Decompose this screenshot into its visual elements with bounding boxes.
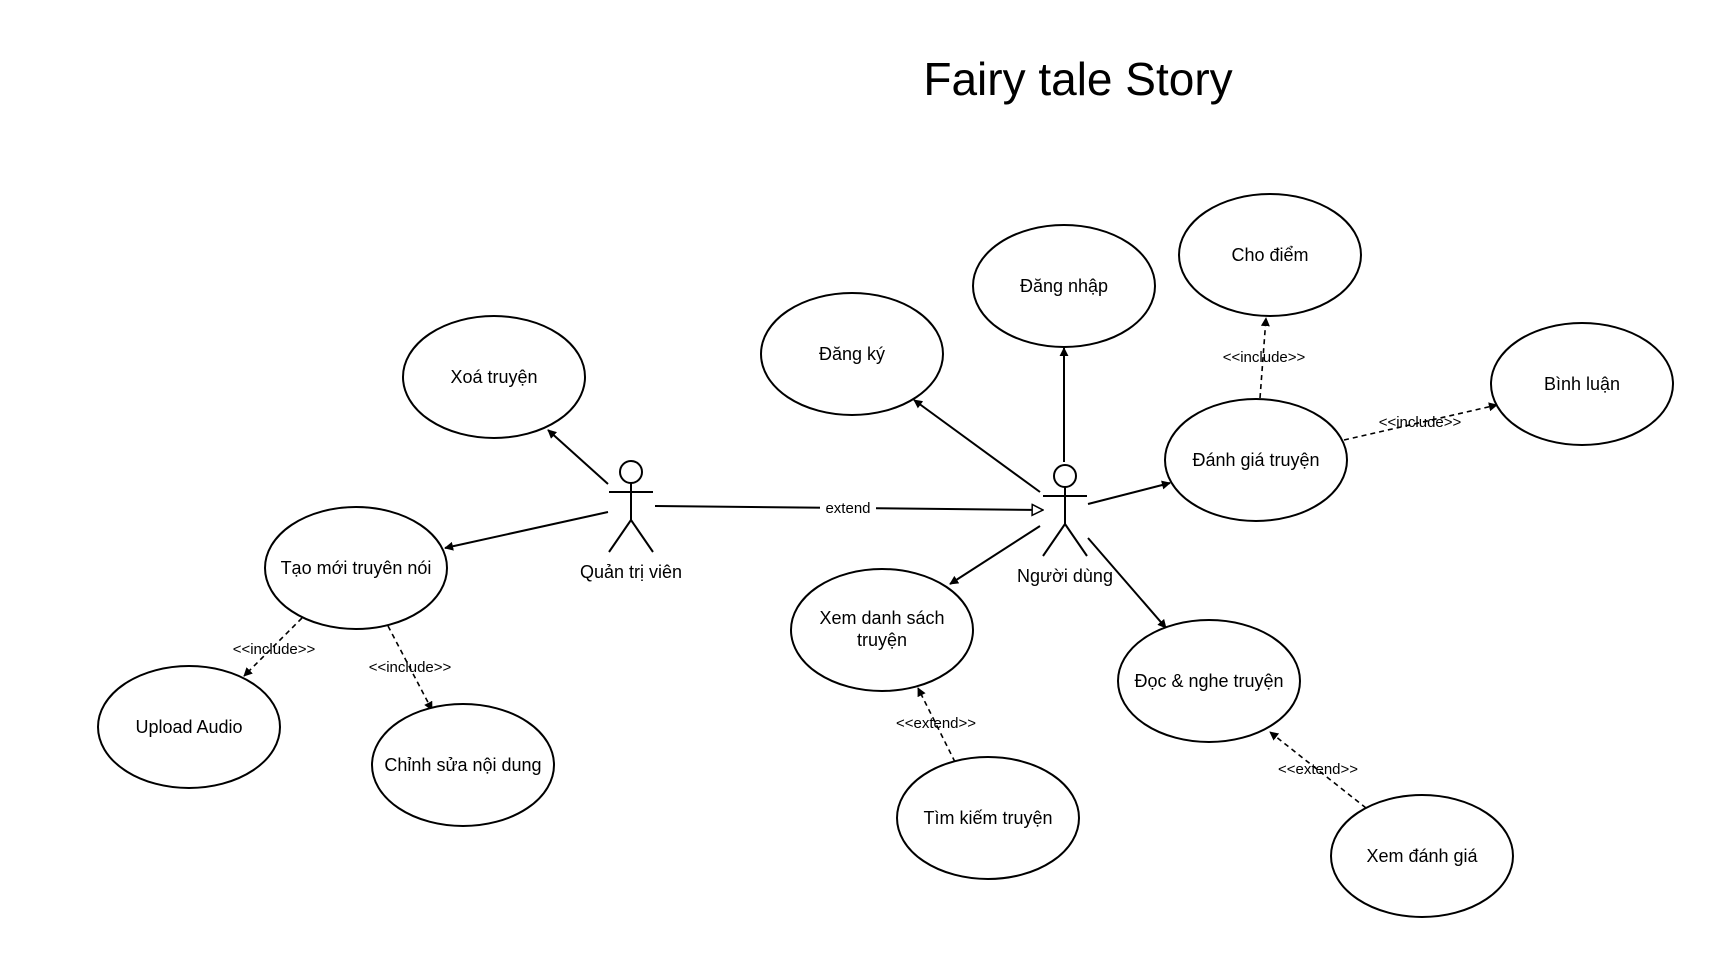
extend-xem-danh-gia xyxy=(1269,731,1367,809)
diagram-title: Fairy tale Story xyxy=(923,53,1232,105)
include-cho-diem xyxy=(1259,317,1270,399)
include-label: <<include>> xyxy=(1223,349,1306,366)
extend-label: extend xyxy=(825,500,870,517)
include-label: <<include>> xyxy=(1379,414,1462,431)
use-case-tim-kiem-truyen[interactable]: Tìm kiếm truyện xyxy=(896,756,1080,880)
use-case-label: Cho điểm xyxy=(1231,245,1308,265)
assoc-admin-tao-moi xyxy=(444,511,609,551)
actor-leg-left xyxy=(1042,523,1066,557)
include-label: <<include>> xyxy=(233,641,316,658)
use-case-label: Chỉnh sửa nội dung xyxy=(384,755,541,775)
use-case-dang-ky[interactable]: Đăng ký xyxy=(760,292,944,416)
extend-label: <<extend>> xyxy=(1278,761,1358,778)
use-case-label: Xem đánh giá xyxy=(1366,846,1478,866)
include-binh-luan xyxy=(1343,402,1498,441)
use-case-cho-diem[interactable]: Cho điểm xyxy=(1178,193,1362,317)
use-case-label: truyện xyxy=(857,630,907,650)
extend-tim-kiem xyxy=(917,687,956,763)
use-case-label: Đăng nhập xyxy=(1020,276,1108,296)
use-case-label: Bình luận xyxy=(1544,374,1620,394)
actor-label: Quản trị viên xyxy=(580,562,682,582)
actor-leg-right xyxy=(1064,523,1088,557)
use-case-label: Xem danh sách xyxy=(819,608,944,628)
use-case-label: Tìm kiếm truyện xyxy=(923,808,1052,828)
assoc-admin-xoa-truyen xyxy=(547,429,609,485)
use-case-label: Đọc & nghe truyện xyxy=(1134,671,1283,691)
use-case-xoa-truyen[interactable]: Xoá truyện xyxy=(402,315,586,439)
use-case-xem-danh-sach-truyen[interactable]: Xem danh sách truyện xyxy=(790,568,974,692)
use-case-chinh-sua-noi-dung[interactable]: Chỉnh sửa nội dung xyxy=(371,703,555,827)
use-case-tao-moi-truyen[interactable]: Tạo mới truyên nói xyxy=(264,506,448,630)
actor-head xyxy=(619,460,643,484)
use-case-label: Upload Audio xyxy=(135,717,242,737)
assoc-user-danh-gia xyxy=(1087,480,1171,505)
use-case-binh-luan[interactable]: Bình luận xyxy=(1490,322,1674,446)
assoc-user-dang-ky xyxy=(913,399,1041,493)
use-case-label: Xoá truyện xyxy=(450,367,537,387)
label-bg xyxy=(820,498,876,518)
actor-head xyxy=(1053,464,1077,488)
actor-quan-tri-vien[interactable]: Quản trị viên xyxy=(580,460,682,582)
actor-label: Người dùng xyxy=(1017,566,1113,586)
actor-leg-left xyxy=(608,519,632,553)
assoc-user-xem-danh-sach xyxy=(949,525,1041,585)
extend-label: <<extend>> xyxy=(896,715,976,732)
use-case-doc-nghe-truyen[interactable]: Đọc & nghe truyện xyxy=(1117,619,1301,743)
actor-nguoi-dung[interactable]: Người dùng xyxy=(1017,464,1113,586)
include-chinh-sua xyxy=(387,625,433,711)
include-upload-audio xyxy=(243,617,303,677)
use-case-xem-danh-gia[interactable]: Xem đánh giá xyxy=(1330,794,1514,918)
use-case-danh-gia-truyen[interactable]: Đánh giá truyện xyxy=(1164,398,1348,522)
include-label: <<include>> xyxy=(369,659,452,676)
actor-leg-right xyxy=(630,519,654,553)
assoc-user-doc-nghe xyxy=(1087,537,1167,629)
use-case-dang-nhap[interactable]: Đăng nhập xyxy=(972,224,1156,348)
use-case-label: Tạo mới truyên nói xyxy=(281,558,432,578)
use-case-label: Đăng ký xyxy=(819,344,885,364)
use-case-upload-audio[interactable]: Upload Audio xyxy=(97,665,281,789)
use-case-label: Đánh giá truyện xyxy=(1192,450,1319,470)
